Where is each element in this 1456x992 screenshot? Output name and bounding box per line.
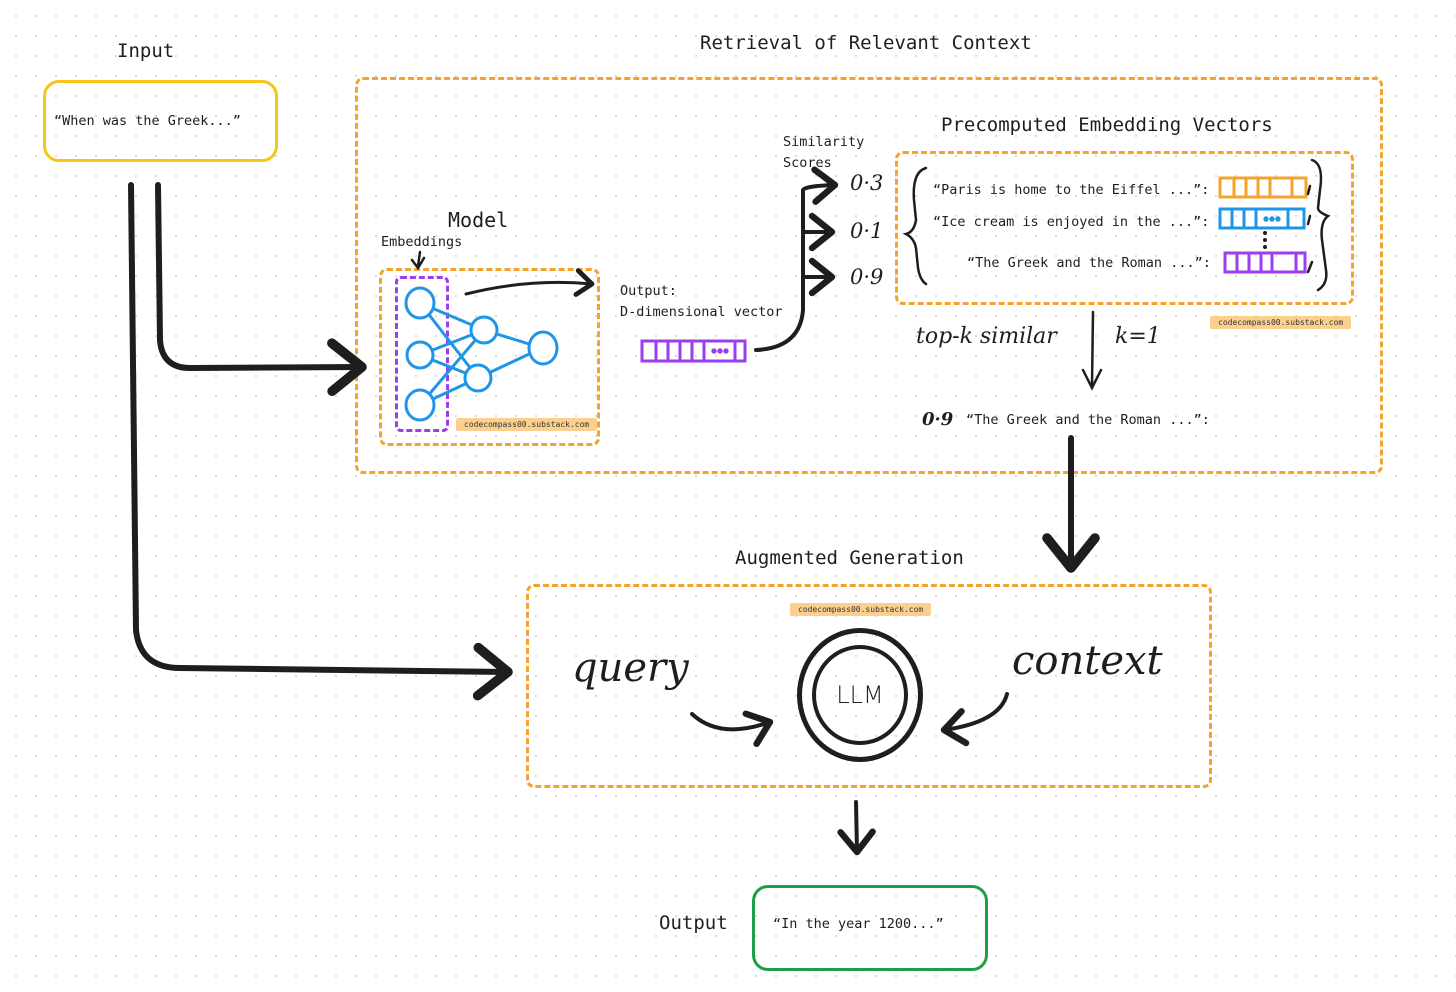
- embeddings-label: Embeddings: [381, 234, 463, 250]
- precomputed-box: [895, 151, 1354, 305]
- context-label: context: [1012, 638, 1163, 684]
- input-box: “When was the Greek...”: [43, 80, 278, 162]
- precomputed-entry-text: “The Greek and the Roman ...”:: [967, 255, 1211, 271]
- augmented-section: [526, 584, 1212, 788]
- output-text: “In the year 1200...”: [773, 916, 944, 932]
- topk-result-text: “The Greek and the Roman ...”:: [966, 412, 1210, 428]
- retrieval-title: Retrieval of Relevant Context: [700, 32, 1032, 54]
- watermark-augmented: codecompass00.substack.com: [790, 603, 932, 616]
- augmented-title: Augmented Generation: [735, 547, 964, 569]
- output-vector-label-1: Output:: [620, 283, 677, 299]
- watermark-model: codecompass00.substack.com: [456, 418, 598, 431]
- similarity-score: 0·3: [850, 171, 884, 195]
- query-label: query: [572, 645, 689, 691]
- precomputed-entry-text: “Paris is home to the Eiffel ...”:: [933, 182, 1210, 198]
- similarity-score: 0·1: [850, 219, 884, 243]
- output-vector-label-2: D-dimensional vector: [620, 304, 783, 320]
- similarity-score: 0·9: [850, 265, 884, 289]
- watermark-precomputed: codecompass00.substack.com: [1210, 316, 1352, 329]
- topk-label: top-k similar: [916, 324, 1057, 349]
- embeddings-layer: [395, 276, 449, 432]
- precomputed-entry-text: “Ice cream is enjoyed in the ...”:: [933, 214, 1210, 230]
- input-to-model-arrow: [155, 182, 367, 396]
- similarity-label-2: Scores: [783, 155, 832, 171]
- topk-result-score: 0·9: [922, 409, 954, 430]
- llm-to-output-arrow: [837, 800, 876, 856]
- k-value-label: k=1: [1115, 324, 1161, 349]
- similarity-label-1: Similarity: [783, 134, 865, 150]
- input-label: Input: [117, 40, 175, 62]
- input-text: “When was the Greek...”: [54, 113, 241, 129]
- precomputed-title: Precomputed Embedding Vectors: [941, 114, 1273, 136]
- llm-outer-ring: [797, 628, 923, 762]
- llm-label: LLM: [836, 681, 884, 709]
- output-label: Output: [659, 912, 728, 934]
- model-title: Model: [448, 208, 509, 232]
- llm-node: LLM: [812, 645, 908, 745]
- output-box: “In the year 1200...”: [752, 885, 988, 971]
